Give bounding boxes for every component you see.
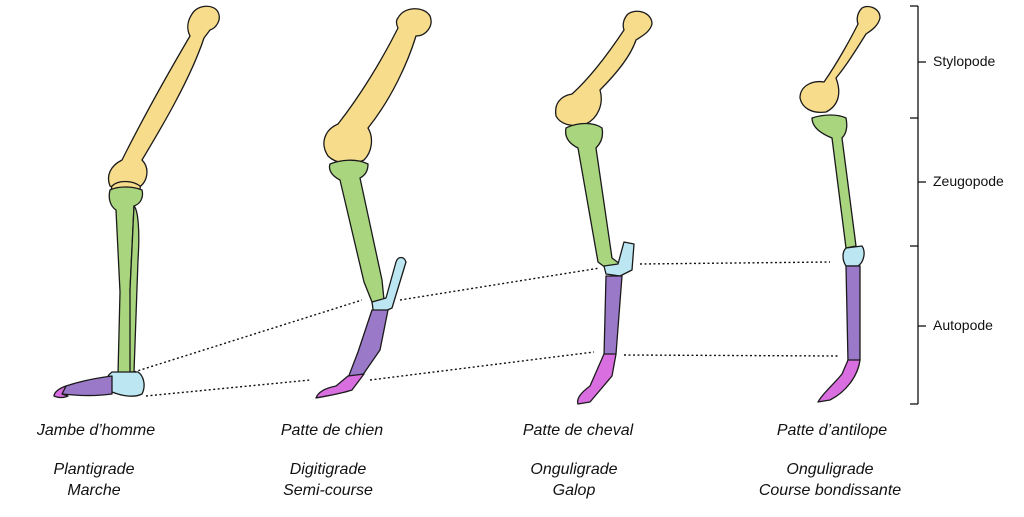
human-phalanges — [53, 385, 69, 399]
dog-carpals — [371, 256, 407, 317]
horse-leg — [554, 10, 653, 405]
homology-lines — [133, 261, 839, 397]
caption-antelope: Patte d’antilope — [722, 420, 942, 441]
horse-radius-ulna — [564, 122, 621, 269]
wrist-line-dog-horse — [399, 267, 601, 301]
horse-cannon-bone — [603, 275, 623, 357]
caption-human: Jambe d’homme — [0, 420, 206, 441]
digit-line-dog-horse — [369, 351, 595, 381]
caption-dog: Patte de chien — [222, 420, 442, 441]
label-stylopode: Stylopode — [933, 53, 996, 69]
caption-human-gait: Marche — [67, 482, 121, 499]
antelope-carpals — [842, 245, 865, 267]
caption-human-info: Plantigrade Marche — [0, 459, 204, 501]
dog-radius-ulna — [328, 159, 385, 303]
antelope-humerus — [799, 5, 881, 114]
caption-antelope-info: Onguligrade Course bondissante — [720, 459, 940, 501]
human-leg — [53, 5, 220, 399]
dog-leg — [315, 8, 432, 399]
horse-carpals — [603, 241, 635, 277]
dog-humerus — [323, 8, 432, 165]
caption-antelope-gait: Course bondissante — [758, 482, 902, 499]
caption-human-name: Jambe d’homme — [36, 422, 156, 439]
antelope-leg — [799, 5, 881, 403]
caption-horse-type: Onguligrade — [530, 461, 618, 478]
caption-horse-name: Patte de cheval — [522, 422, 634, 439]
caption-dog-name: Patte de chien — [280, 422, 384, 439]
caption-horse-gait: Galop — [552, 482, 596, 499]
wrist-line-horse-antelope — [639, 261, 831, 265]
caption-human-type: Plantigrade — [53, 461, 135, 478]
antelope-phalanges — [817, 359, 861, 403]
caption-antelope-name: Patte d’antilope — [776, 422, 888, 439]
antelope-metacarpals — [845, 265, 861, 363]
digit-line-human-dog — [145, 379, 311, 397]
caption-antelope-type: Onguligrade — [786, 461, 874, 478]
caption-horse: Patte de cheval — [468, 420, 688, 441]
caption-horse-info: Onguligrade Galop — [464, 459, 684, 501]
caption-dog-gait: Semi-course — [283, 482, 373, 499]
dog-metacarpals — [347, 309, 389, 379]
caption-dog-info: Digitigrade Semi-course — [218, 459, 438, 501]
antelope-radius-ulna — [811, 114, 857, 249]
caption-dog-type: Digitigrade — [289, 461, 367, 478]
digit-line-horse-antelope — [623, 354, 839, 357]
horse-humerus — [554, 10, 653, 127]
human-tibia — [108, 186, 144, 375]
horse-phalanges — [576, 353, 617, 405]
label-autopode: Autopode — [933, 317, 993, 333]
segment-scale-bar — [910, 5, 926, 405]
wrist-line-human-dog — [133, 299, 363, 373]
human-metatarsals — [61, 375, 113, 397]
human-femur — [107, 5, 220, 191]
label-zeugopode: Zeugopode — [933, 173, 1004, 189]
dog-phalanges — [315, 373, 365, 399]
